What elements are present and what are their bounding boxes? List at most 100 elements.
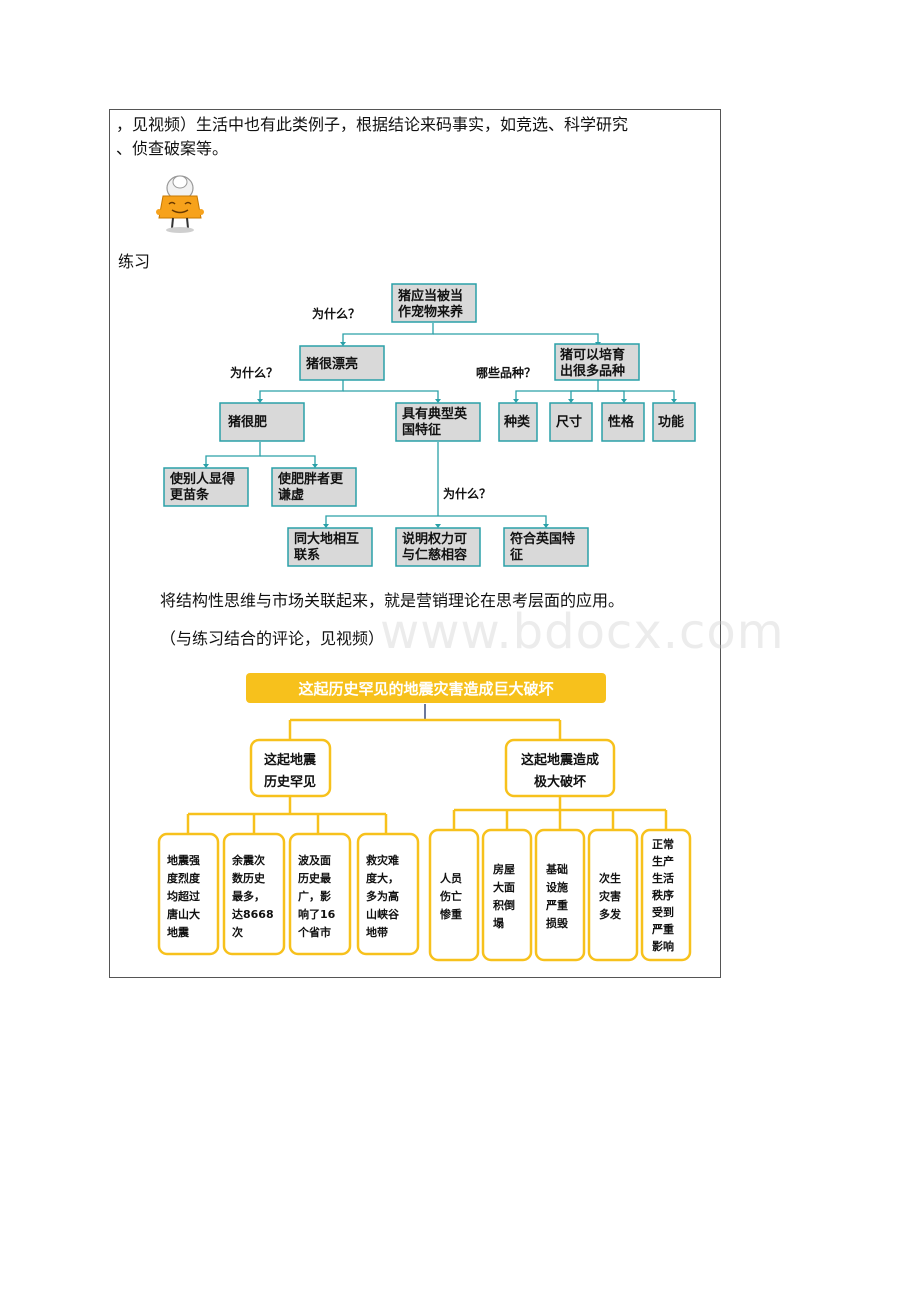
node-slim: 使别人显得 更苗条 [163,467,249,507]
svg-text:联系: 联系 [294,547,320,563]
svg-text:次: 次 [232,925,243,939]
leaf-r5: 正常 生产 生活 秩序 受到 严重 影响 [640,828,692,962]
svg-text:地带: 地带 [366,925,388,939]
text-line-2: 、侦查破案等。 [116,139,229,158]
svg-text:生活: 生活 [652,871,674,885]
svg-text:基础: 基础 [545,862,568,876]
node-power: 说明权力可 与仁慈相容 [395,527,481,567]
svg-text:伤亡: 伤亡 [439,889,462,903]
node-humble: 使肥胖者更 谦虚 [271,467,357,507]
svg-text:极大破坏: 极大破坏 [534,774,586,790]
node-land: 同大地相互 联系 [287,527,373,567]
node-rare: 这起地震 历史罕见 [249,738,332,798]
svg-text:惨重: 惨重 [440,907,462,921]
svg-text:具有典型英: 具有典型英 [402,406,468,422]
watermark: www.bdocx.com [380,604,785,660]
leaf-l2: 余震次 数历史 最多， 达8668 次 [222,832,286,956]
diagram1-connectors [205,323,675,524]
svg-text:大面: 大面 [493,880,515,894]
question-breeds: 哪些品种？ [476,365,536,380]
node-match: 符合英国特 征 [503,527,589,567]
question-root: 为什么？ [312,306,360,321]
pig-argument-diagram: 猪应当被当 作宠物来养 为什么？ 猪很漂亮 为什么？ 猪可以培育 出很多品种 哪… [163,283,696,567]
svg-text:更苗条: 更苗条 [170,487,210,503]
node-british: 具有典型英 国特征 [395,402,481,442]
svg-text:正常: 正常 [652,837,674,851]
content-frame [109,109,721,978]
svg-text:数历史: 数历史 [232,871,266,885]
svg-text:征: 征 [510,547,523,563]
diagram1-arrows [203,342,677,528]
svg-text:均超过: 均超过 [167,889,200,903]
svg-text:说明权力可: 说明权力可 [402,531,467,547]
svg-text:猪应当被当: 猪应当被当 [397,288,463,304]
node-breeds: 猪可以培育 出很多品种 [554,343,640,381]
svg-text:多为高: 多为高 [366,889,399,903]
svg-text:救灾难: 救灾难 [366,853,399,867]
svg-text:种类: 种类 [503,414,531,430]
earthquake-diagram: 这起历史罕见的地震灾害造成巨大破坏 这起地震 历史罕见 这起地震造成 极大破坏 … [157,673,692,962]
svg-text:出很多品种: 出很多品种 [560,363,625,379]
svg-text:同大地相互: 同大地相互 [294,531,359,547]
node-temper: 性格 [601,402,645,442]
svg-text:影响: 影响 [652,939,674,953]
practice-label: 练习 [118,252,151,271]
svg-text:受到: 受到 [652,905,674,919]
diagram2-connectors [186,704,668,834]
svg-text:个省市: 个省市 [297,925,331,939]
svg-text:度烈度: 度烈度 [167,871,201,885]
node-size: 尺寸 [549,402,593,442]
question-pretty: 为什么？ [230,365,278,380]
svg-text:功能: 功能 [658,414,684,430]
svg-text:这起历史罕见的地震灾害造成巨大破坏: 这起历史罕见的地震灾害造成巨大破坏 [298,680,553,698]
node-fat: 猪很肥 [219,402,305,442]
mascot-icon [156,175,204,233]
node-function: 功能 [652,402,696,442]
paragraph-comment: （与练习结合的评论，见视频） [160,629,385,648]
leaf-r3: 基础 设施 严重 损毁 [534,828,586,962]
title-banner: 这起历史罕见的地震灾害造成巨大破坏 [246,673,606,703]
svg-text:损毁: 损毁 [546,916,568,930]
svg-text:秩序: 秩序 [652,888,674,902]
svg-text:使肥胖者更: 使肥胖者更 [277,471,344,487]
svg-text:历史罕见: 历史罕见 [264,774,316,790]
svg-text:响了16: 响了16 [298,907,336,921]
svg-text:次生: 次生 [599,871,621,885]
svg-text:作宠物来养: 作宠物来养 [398,304,464,320]
svg-text:使别人显得: 使别人显得 [169,471,235,487]
svg-text:谦虚: 谦虚 [278,487,304,503]
svg-text:国特征: 国特征 [402,422,441,438]
leaf-r2: 房屋 大面 积倒 塌 [481,828,533,962]
svg-text:与仁慈相容: 与仁慈相容 [402,547,467,563]
leaf-l4: 救灾难 度大， 多为高 山峡谷 地带 [356,832,420,956]
svg-text:这起地震: 这起地震 [264,752,317,768]
svg-text:房屋: 房屋 [493,862,515,876]
svg-text:生产: 生产 [652,854,674,868]
svg-text:猪很漂亮: 猪很漂亮 [305,356,358,372]
svg-text:历史最: 历史最 [298,871,332,885]
svg-text:性格: 性格 [608,414,635,430]
question-british: 为什么？ [443,486,491,501]
svg-text:这起地震造成: 这起地震造成 [521,752,599,768]
svg-text:猪很肥: 猪很肥 [227,414,267,430]
leaf-r1: 人员 伤亡 惨重 [428,828,480,962]
svg-text:唐山大: 唐山大 [167,907,200,921]
leaf-r4: 次生 灾害 多发 [587,828,639,962]
svg-text:猪可以培育: 猪可以培育 [559,347,625,363]
svg-text:广，影: 广，影 [298,889,331,903]
svg-text:达8668: 达8668 [232,907,274,921]
svg-text:波及面: 波及面 [298,853,331,867]
svg-text:多发: 多发 [599,907,622,921]
svg-text:严重: 严重 [545,898,568,912]
svg-text:最多，: 最多， [232,889,265,903]
svg-text:余震次: 余震次 [231,853,265,867]
svg-text:度大，: 度大， [366,871,399,885]
svg-text:地震: 地震 [167,925,190,939]
leaf-l1: 地震强 度烈度 均超过 唐山大 地震 [157,832,220,956]
svg-text:严重: 严重 [651,922,674,936]
svg-text:尺寸: 尺寸 [556,414,582,430]
svg-text:人员: 人员 [440,871,462,885]
svg-text:符合英国特: 符合英国特 [510,531,575,547]
svg-text:灾害: 灾害 [599,889,621,903]
svg-text:地震强: 地震强 [167,853,200,867]
